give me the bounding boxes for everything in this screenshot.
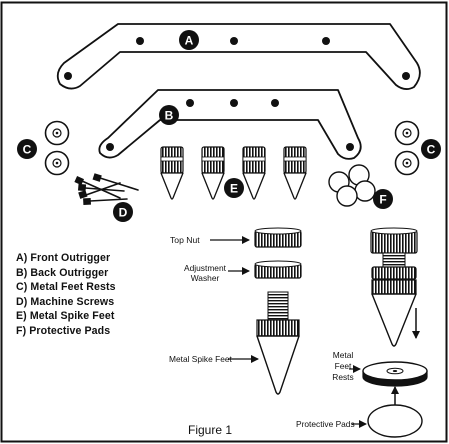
adjustment-washer [254, 260, 302, 279]
badge-c-left: C [17, 139, 37, 159]
feet-rests-left [44, 120, 70, 176]
label-feet-rests-line2: Feet [335, 361, 352, 371]
top-nut [254, 227, 302, 248]
label-metal-spike-feet: Metal Spike Feet [169, 354, 233, 364]
parts-legend: A) Front Outrigger B) Back Outrigger C) … [16, 251, 116, 339]
front-outrigger [56, 23, 421, 90]
spike-foot [160, 146, 184, 200]
spike-foot-assembled [370, 227, 418, 347]
svg-text:B: B [165, 109, 174, 123]
legend-item: F) Protective Pads [16, 324, 111, 337]
badge-a: A [179, 30, 199, 50]
spike-feet-row [160, 146, 307, 200]
label-feet-rests-line1: Metal [333, 350, 354, 360]
legend-item: A) Front Outrigger [16, 252, 111, 264]
back-outrigger [98, 89, 362, 160]
badge-c-right: C [421, 139, 441, 159]
figure-caption: Figure 1 [188, 423, 233, 437]
legend-item: E) Metal Spike Feet [16, 310, 115, 323]
protective-pads-group [328, 164, 376, 207]
threaded-stud [267, 291, 289, 323]
badge-d: D [113, 202, 133, 222]
badge-e: E [224, 178, 244, 198]
spike-foot-exploded [256, 319, 300, 395]
svg-text:C: C [23, 143, 32, 157]
legend-item: C) Metal Feet Rests [16, 281, 116, 294]
feet-rest-disc [362, 361, 428, 387]
feet-rests-right [394, 120, 420, 176]
label-top-nut: Top Nut [170, 235, 200, 245]
svg-text:E: E [230, 182, 238, 196]
badge-b: B [159, 105, 179, 125]
label-feet-rests-line3: Rests [332, 372, 353, 382]
label-protective-pads: Protective Pads [296, 419, 355, 429]
spike-foot [201, 146, 225, 200]
spike-foot [242, 146, 266, 200]
label-adjustment-line2: Washer [191, 273, 220, 283]
spike-foot [283, 146, 307, 200]
protective-pad-disc [367, 404, 423, 438]
legend-item: B) Back Outrigger [16, 266, 109, 279]
svg-text:C: C [427, 143, 436, 157]
legend-item: D) Machine Screws [16, 295, 115, 308]
badge-f: F [373, 189, 393, 209]
label-adjustment-line1: Adjustment [184, 263, 227, 273]
svg-text:A: A [185, 34, 194, 48]
machine-screws [74, 173, 139, 205]
svg-text:D: D [119, 206, 128, 220]
svg-text:F: F [379, 193, 386, 207]
